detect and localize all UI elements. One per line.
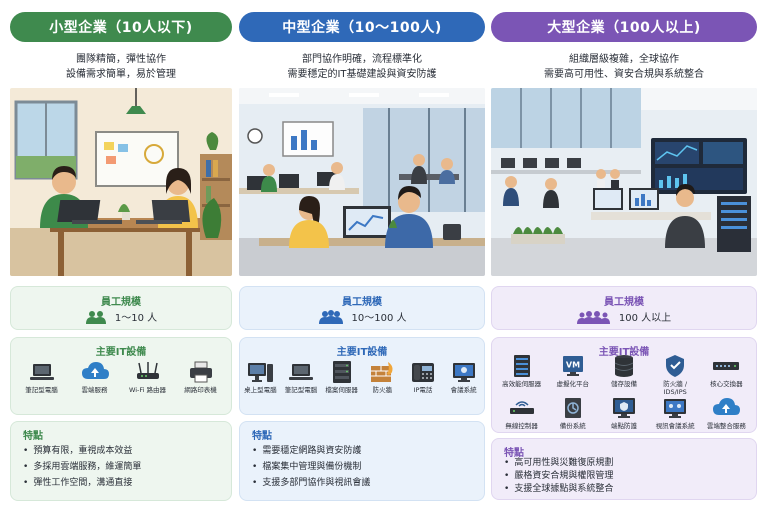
desktop-icon [248, 363, 274, 382]
device-core-switch: 核心交換器 [704, 354, 748, 396]
video-conference-icon [452, 363, 475, 382]
device-cloud-integration: 雲端整合服務 [704, 396, 748, 430]
list-item: 支援多部門協作與視訊會議 [252, 475, 478, 491]
wifi-router-icon [136, 362, 159, 379]
small-company-column: 小型企業（10人以下) 團隊精簡，彈性協作 設備需求簡單，易於管理 [10, 0, 232, 512]
small-company-description: 團隊精簡，彈性協作 設備需求簡單，易於管理 [66, 54, 176, 80]
small-office-illustration [10, 88, 232, 276]
small-company-title: 小型企業（10人以下) [10, 12, 232, 42]
device-network-printer: 網路印表機 [179, 360, 223, 394]
server-icon [513, 355, 530, 377]
medium-features-card: 特點 需要穩定網路與資安防護 檔案集中管理與備份機制 支援多部門協作與視訊會議 [239, 421, 485, 501]
large-it-devices-card: 主要IT設備 高效能伺服器 VM 虛擬化平台 儲存設備 防火牆 / IDS/IP… [491, 337, 757, 433]
core-switch-icon [713, 362, 740, 370]
device-ip-phone: IP電話 [403, 360, 443, 394]
large-employee-scale-card: 員工規模 100 人以上 [491, 286, 757, 330]
people-icon [318, 309, 343, 324]
laptop-icon [288, 364, 313, 380]
device-virtualization-platform: VM 虛擬化平台 [551, 354, 595, 396]
endpoint-monitor-icon [612, 398, 635, 418]
list-item: 嚴格資安合規與權限管理 [504, 470, 750, 483]
firewall-icon [371, 362, 393, 382]
list-item: 需要穩定網路與資安防護 [252, 443, 478, 459]
people-icon [85, 310, 106, 324]
small-features-label: 特點 [23, 431, 43, 442]
large-it-devices-label: 主要IT設備 [598, 347, 650, 358]
medium-company-column: 中型企業（10～100人) 部門協作明確，流程標準化 需要穩定的IT基礎建設與資… [239, 0, 485, 512]
device-cloud-service: 雲端服務 [73, 360, 117, 394]
large-company-title: 大型企業（100人以上) [491, 12, 757, 42]
device-wifi-router: Wi-Fi 路由器 [126, 360, 170, 394]
list-item: 彈性工作空間，溝通直接 [23, 475, 225, 491]
device-high-performance-server: 高效能伺服器 [500, 354, 544, 396]
small-it-devices-card: 主要IT設備 筆記型電腦 雲端服務 Wi-Fi 路由器 網路印表機 [10, 337, 232, 415]
medium-company-title: 中型企業（10～100人) [239, 12, 485, 42]
cloud-upload-icon [713, 398, 741, 415]
small-employee-scale-card: 員工規模 1～10 人 [10, 286, 232, 330]
medium-employee-scale-value: 10～100 人 [351, 313, 407, 324]
device-endpoint-protection: 端點防護 [602, 396, 646, 430]
medium-office-illustration [239, 88, 485, 276]
large-employee-scale-label: 員工規模 [604, 297, 644, 308]
medium-features-label: 特點 [252, 431, 272, 442]
video-conference-icon [664, 399, 687, 418]
device-laptop: 筆記型電腦 [281, 360, 321, 394]
backup-icon [564, 398, 581, 418]
small-features-list: 預算有限，重視成本效益 多採用雲端服務，維運簡單 彈性工作空間，溝通直接 [23, 443, 225, 491]
shield-icon [666, 355, 685, 377]
list-item: 高可用性與災難復原規劃 [504, 457, 750, 470]
small-it-devices-label: 主要IT設備 [95, 347, 147, 358]
large-employee-scale-value: 100 人以上 [618, 313, 672, 324]
laptop-icon [29, 364, 54, 380]
device-laptop: 筆記型電腦 [20, 360, 64, 394]
device-file-server: 檔案伺服器 [322, 360, 362, 394]
device-conference-system: 會議系統 [444, 360, 484, 394]
medium-it-devices-label: 主要IT設備 [336, 347, 388, 358]
medium-employee-scale-card: 員工規模 10～100 人 [239, 286, 485, 330]
large-company-description: 組織層級複雜，全球協作 需要高可用性、資安合規與系統整合 [544, 54, 704, 80]
small-employee-scale-label: 員工規模 [101, 297, 141, 308]
printer-icon [189, 361, 212, 383]
cloud-upload-icon [81, 362, 109, 379]
ip-phone-icon [411, 363, 434, 382]
device-desktop: 桌上型電腦 [240, 360, 280, 394]
small-employee-scale-value: 1～10 人 [114, 313, 158, 324]
list-item: 支援全球據點與系統整合 [504, 483, 750, 496]
list-item: 預算有限，重視成本效益 [23, 443, 225, 459]
svg-text:VM: VM [566, 361, 580, 370]
vm-icon: VM [562, 356, 583, 376]
medium-company-description: 部門協作明確，流程標準化 需要穩定的IT基礎建設與資安防護 [287, 54, 437, 80]
medium-features-list: 需要穩定網路與資安防護 檔案集中管理與備份機制 支援多部門協作與視訊會議 [252, 443, 478, 491]
large-office-illustration [491, 88, 757, 276]
device-video-conference-system: 視訊會議系統 [653, 396, 697, 430]
server-rack-icon [332, 361, 351, 383]
large-features-list: 高可用性與災難復原規劃 嚴格資安合規與權限管理 支援全球據點與系統整合 [504, 457, 750, 496]
storage-icon [614, 355, 634, 377]
small-features-card: 特點 預算有限，重視成本效益 多採用雲端服務，維運簡單 彈性工作空間，溝通直接 [10, 421, 232, 501]
medium-it-devices-card: 主要IT設備 桌上型電腦 筆記型電腦 檔案伺服器 防火牆 IP電話 [239, 337, 485, 415]
large-features-label: 特點 [504, 448, 524, 459]
device-storage: 儲存設備 [602, 354, 646, 396]
large-company-column: 大型企業（100人以上) 組織層級複雜，全球協作 需要高可用性、資安合規與系統整… [491, 0, 757, 512]
device-backup-system: 備份系統 [551, 396, 595, 430]
device-firewall: 防火牆 [362, 360, 402, 394]
large-features-card: 特點 高可用性與災難復原規劃 嚴格資安合規與權限管理 支援全球據點與系統整合 [491, 438, 757, 500]
list-item: 檔案集中管理與備份機制 [252, 459, 478, 475]
people-icon [576, 310, 610, 324]
wireless-controller-icon [509, 401, 534, 414]
list-item: 多採用雲端服務，維運簡單 [23, 459, 225, 475]
device-wireless-controller: 無線控制器 [500, 396, 544, 430]
device-firewall-ids-ips: 防火牆 / IDS/IPS [653, 354, 697, 396]
medium-employee-scale-label: 員工規模 [342, 297, 382, 308]
